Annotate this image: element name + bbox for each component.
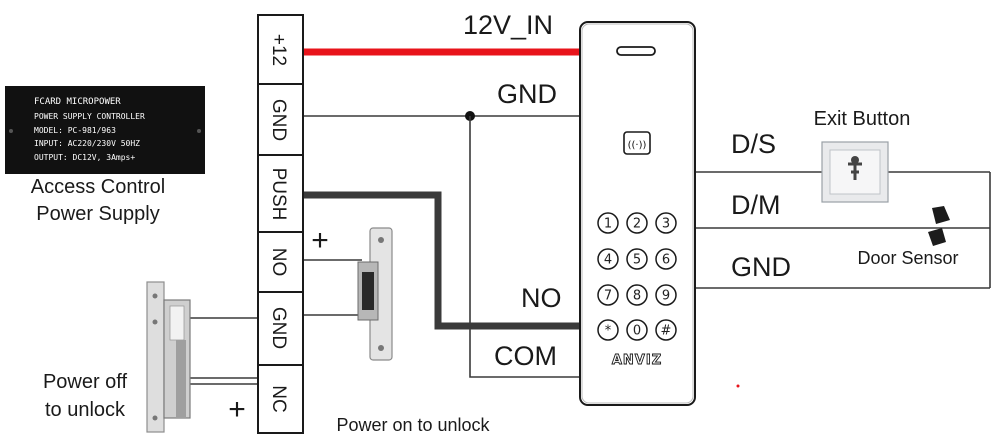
keypad-key-circle	[597, 212, 619, 234]
terminal-push: PUSH	[268, 168, 289, 221]
terminal-gnd-1: GND	[268, 99, 289, 141]
keypad: 1 2 3 4 5 6 7 8 9 * 0 #	[597, 212, 677, 341]
wire-push-no	[303, 191, 580, 330]
keypad-key-circle	[655, 212, 677, 234]
electric-strike	[357, 227, 393, 361]
keypad-key-circle	[597, 248, 619, 270]
label-com: COM	[494, 341, 557, 371]
power-off-line2: to unlock	[45, 399, 126, 421]
keypad-key-circle	[655, 284, 677, 306]
keypad-key-circle	[626, 284, 648, 306]
label-gnd: GND	[497, 79, 557, 109]
exit-button-device	[821, 141, 889, 203]
reader-brand: ANVIZ	[612, 353, 662, 368]
keypad-key-label: 8	[633, 289, 641, 304]
wire-com	[469, 116, 580, 378]
label-door-gnd: GND	[731, 252, 791, 282]
terminal-gnd-2: GND	[268, 307, 289, 349]
plus-sign-bolt: +	[228, 393, 246, 426]
power-on-label: Power on to unlock	[336, 415, 490, 435]
power-off-line1: Power off	[43, 371, 128, 393]
plate-line-1: FCARD MICROPOWER	[34, 97, 121, 107]
keypad-key-label: 2	[633, 217, 641, 232]
red-dot	[736, 384, 740, 388]
label-no: NO	[521, 283, 562, 313]
power-supply-plate: FCARD MICROPOWER POWER SUPPLY CONTROLLER…	[5, 86, 205, 174]
card-icon-text: ((·))	[628, 140, 647, 151]
keypad-key-circle	[655, 248, 677, 270]
keypad-key-label: 1	[604, 217, 612, 232]
exit-button-label: Exit Button	[814, 108, 911, 130]
terminal-nc: NC	[268, 385, 289, 412]
keypad-key-circle	[626, 319, 648, 341]
terminal-block: +12 GND PUSH NO GND NC	[257, 14, 304, 434]
keypad-key-label: 3	[662, 217, 670, 232]
terminal-plus12: +12	[268, 34, 289, 66]
label-dm: D/M	[731, 190, 781, 220]
power-supply-caption-line2: Power Supply	[36, 203, 159, 225]
card-reader: ((·)) 1 2 3 4 5 6 7 8 9 * 0 # ANVIZ	[579, 21, 696, 406]
label-12v-in: 12V_IN	[463, 10, 553, 40]
keypad-key-label: *	[605, 324, 612, 339]
card-reader-icon	[623, 131, 651, 155]
plate-line-2: POWER SUPPLY CONTROLLER	[34, 112, 145, 121]
keypad-key-circle	[626, 212, 648, 234]
plate-line-4: INPUT: AC220/230V 50HZ	[34, 139, 140, 148]
keypad-key-label: #	[661, 324, 672, 339]
keypad-key-label: 6	[662, 253, 670, 268]
keypad-key-circle	[597, 319, 619, 341]
keypad-key-circle	[655, 319, 677, 341]
plus-sign-strike: +	[311, 224, 329, 257]
keypad-key-label: 9	[662, 289, 670, 304]
door-sensor-label: Door Sensor	[857, 248, 958, 268]
door-sensor-device	[928, 206, 950, 246]
keypad-key-circle	[626, 248, 648, 270]
plate-line-5: OUTPUT: DC12V, 3Amps+	[34, 153, 135, 162]
power-supply-caption-line1: Access Control	[31, 176, 166, 198]
keypad-key-circle	[597, 284, 619, 306]
label-ds: D/S	[731, 129, 776, 159]
keypad-key-label: 7	[604, 289, 612, 304]
plate-line-3: MODEL: PC-981/963	[34, 126, 116, 135]
drop-bolt-lock	[146, 281, 191, 433]
terminal-no: NO	[268, 248, 289, 277]
keypad-key-label: 0	[633, 324, 641, 339]
keypad-key-label: 4	[604, 253, 612, 268]
status-led-slot	[616, 46, 656, 56]
keypad-key-label: 5	[633, 253, 641, 268]
